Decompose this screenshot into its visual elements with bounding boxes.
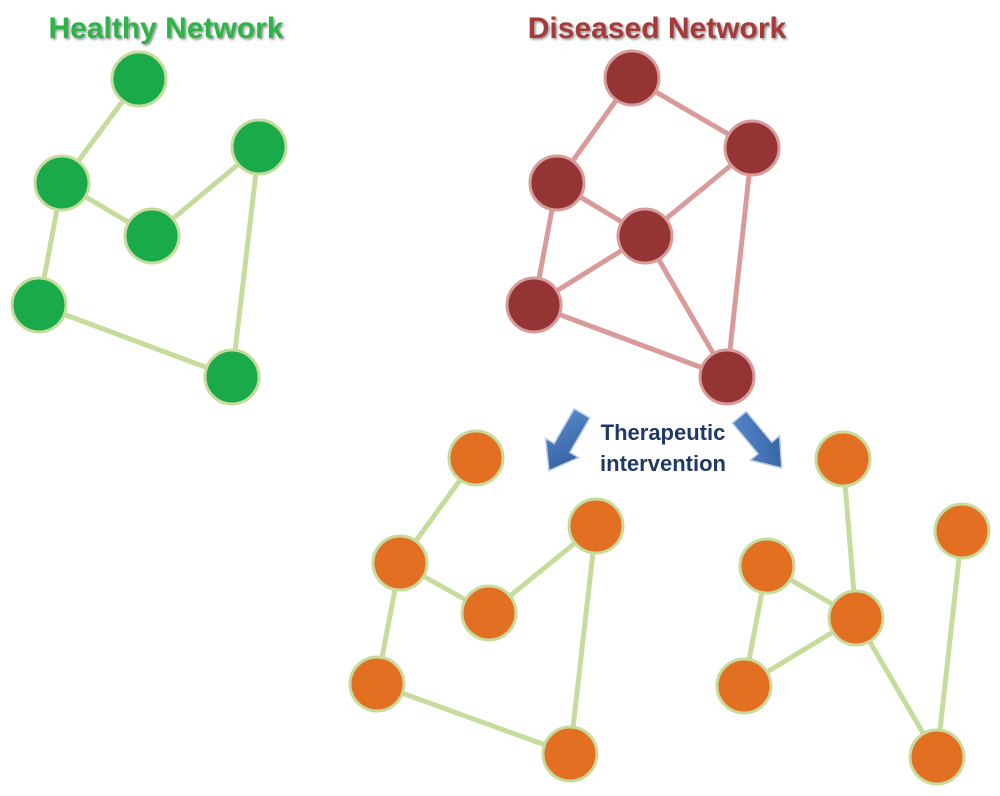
diseased-node	[528, 154, 586, 212]
diseased-node	[616, 207, 674, 265]
diseased-edge	[531, 302, 730, 380]
diseased-node	[505, 276, 563, 334]
diseased-edge	[724, 145, 755, 380]
treated-node	[567, 497, 625, 555]
healthy-node	[110, 50, 168, 108]
left-arrow-icon	[544, 407, 591, 472]
intervention-arrows	[544, 407, 783, 472]
healthy-node	[123, 207, 181, 265]
treated-node	[738, 537, 796, 595]
healthy-node	[203, 348, 261, 406]
treated-node	[827, 589, 885, 647]
treated-node	[908, 728, 966, 786]
healthy-node	[230, 118, 288, 176]
treated-network-left	[348, 429, 625, 783]
treated-node	[460, 584, 518, 642]
diseased-network	[505, 49, 781, 406]
treated-edge	[934, 528, 965, 760]
treated-network-right	[715, 430, 991, 786]
diseased-node	[603, 49, 661, 107]
right-arrow-icon	[731, 410, 783, 469]
diseased-network-title: Diseased Network	[528, 12, 787, 45]
treated-node	[933, 502, 991, 560]
healthy-nodes	[10, 50, 288, 406]
treated-node	[541, 725, 599, 783]
diseased-node	[698, 348, 756, 406]
treated-nodes	[715, 430, 991, 786]
treated-node	[715, 657, 773, 715]
healthy-network	[10, 50, 288, 406]
treated-nodes	[348, 429, 625, 783]
intervention-label-line2: intervention	[600, 451, 726, 476]
treated-node	[371, 534, 429, 592]
treated-node	[814, 430, 872, 488]
treated-node	[447, 429, 505, 487]
treated-edge	[374, 681, 573, 757]
healthy-network-title: Healthy Network	[48, 12, 283, 45]
intervention-label-line1: Therapeutic	[601, 420, 726, 445]
healthy-edge	[36, 302, 235, 380]
treated-edge	[567, 523, 599, 757]
healthy-node	[10, 276, 68, 334]
diseased-nodes	[505, 49, 781, 406]
diseased-node	[723, 119, 781, 177]
treated-node	[348, 655, 406, 713]
healthy-node	[33, 154, 91, 212]
healthy-edge	[229, 144, 262, 380]
